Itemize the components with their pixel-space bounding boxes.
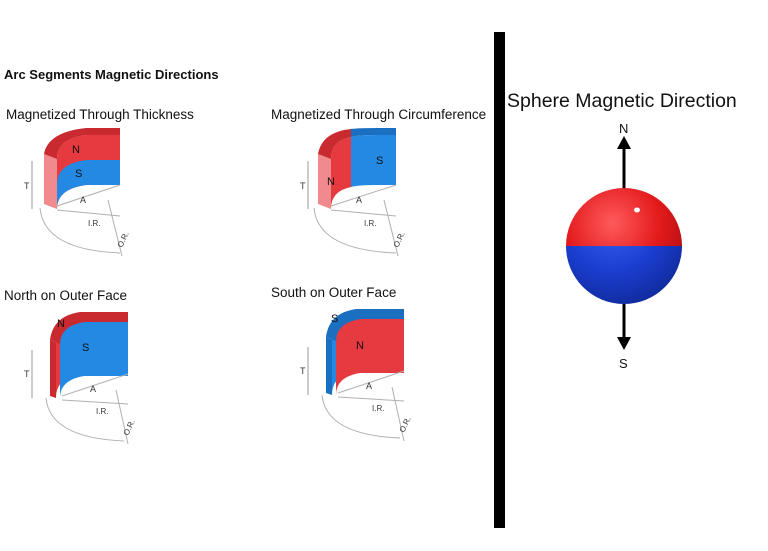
pole-label-south: S <box>75 168 82 180</box>
section-divider <box>494 32 505 528</box>
or-line <box>383 199 399 257</box>
caption-north-outer: North on Outer Face <box>4 288 128 303</box>
south-half <box>351 135 396 187</box>
pole-label-south: S <box>376 155 383 167</box>
or-arc <box>45 397 125 442</box>
ir-line <box>337 396 405 402</box>
north-label: N <box>619 121 628 136</box>
south-half <box>57 160 120 209</box>
caption-thickness: Magnetized Through Thickness <box>6 107 194 122</box>
top-face <box>50 312 128 344</box>
pole-label-north: N <box>57 318 65 330</box>
segment-end-face <box>318 154 331 209</box>
top-face-south <box>351 128 396 137</box>
north-half <box>331 137 351 209</box>
arc-dimension-line <box>56 184 121 207</box>
arc-dimension-line <box>330 184 397 207</box>
pole-label-north: N <box>72 144 80 156</box>
sphere-south-hemisphere <box>566 246 682 304</box>
or-line <box>115 389 129 445</box>
sphere-highlight <box>634 207 640 213</box>
inner-face-north <box>336 319 404 395</box>
arc-diagram-circumference: N S T A I.R. O.R. <box>300 128 407 257</box>
ir-line <box>330 209 397 217</box>
or-arc <box>39 207 121 254</box>
dim-label-a: A <box>90 384 96 394</box>
south-label: S <box>619 356 628 371</box>
arc-diagram-north-outer: N S T A I.R. O.R. <box>24 312 137 445</box>
top-face <box>326 309 404 341</box>
dim-label-ir: I.R. <box>96 407 108 416</box>
dim-label-t: T <box>24 181 30 191</box>
outer-edge <box>326 337 332 395</box>
top-face-north <box>318 129 351 159</box>
dim-label-t: T <box>300 366 306 376</box>
or-arc <box>313 207 397 254</box>
or-arc <box>321 394 401 439</box>
sphere-title: Sphere Magnetic Direction <box>507 90 737 112</box>
dim-label-t: T <box>300 181 306 191</box>
sphere-north-hemisphere <box>566 188 682 246</box>
arc-dimension-line <box>337 370 405 394</box>
dim-label-or: O.R. <box>392 230 407 249</box>
page-title: Arc Segments Magnetic Directions <box>4 67 219 82</box>
arc-diagram-thickness: N S T A I.R. O.R. <box>24 128 131 257</box>
or-line <box>391 386 405 442</box>
sphere-diagram: N S <box>566 121 682 371</box>
south-arrow-head <box>617 337 631 350</box>
pole-label-north: N <box>356 340 364 352</box>
dim-label-ir: I.R. <box>372 404 384 413</box>
dim-label-a: A <box>356 195 362 205</box>
dim-label-or: O.R. <box>122 418 137 437</box>
top-face <box>44 128 120 159</box>
dim-label-t: T <box>24 369 30 379</box>
north-arrow-head <box>617 136 631 149</box>
pole-label-north: N <box>327 176 335 188</box>
dim-label-a: A <box>80 195 86 205</box>
ir-line <box>56 209 121 217</box>
dim-label-or: O.R. <box>116 230 131 249</box>
dim-label-ir: I.R. <box>364 219 376 228</box>
or-line <box>107 199 123 257</box>
segment-end-face <box>44 154 57 209</box>
dim-label-ir: I.R. <box>88 219 100 228</box>
arc-diagram-south-outer: S N T A I.R. O.R. <box>300 309 413 442</box>
caption-south-outer: South on Outer Face <box>271 285 397 300</box>
pole-label-south: S <box>331 313 338 325</box>
dim-label-a: A <box>366 381 372 391</box>
caption-circumference: Magnetized Through Circumference <box>271 107 487 122</box>
pole-label-south: S <box>82 342 89 354</box>
dim-label-or: O.R. <box>398 415 413 434</box>
ir-line <box>61 399 129 405</box>
inner-face-south <box>60 322 128 398</box>
outer-edge <box>50 340 56 398</box>
arc-dimension-line <box>61 373 129 397</box>
